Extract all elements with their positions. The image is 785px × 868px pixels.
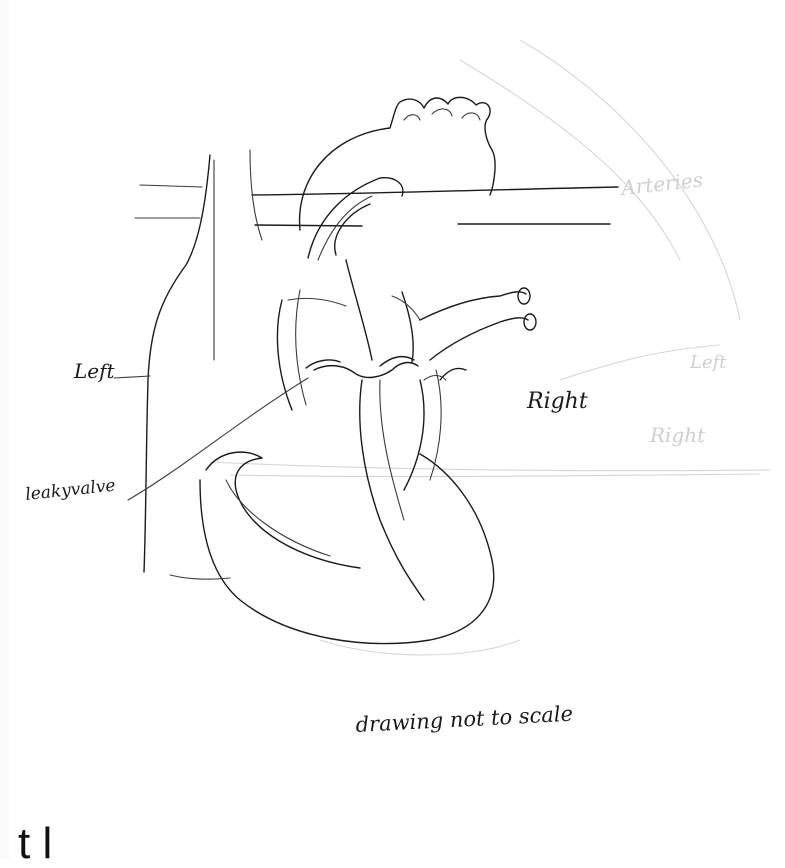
svg-text:Right: Right [649, 423, 706, 447]
heart-outline [144, 150, 494, 644]
left-pointer [114, 376, 150, 378]
show-through-marks: Arteries Left Right [210, 40, 770, 655]
svg-text:Arteries: Arteries [618, 168, 704, 201]
label-leaky-valve: leakyvalve [24, 476, 116, 505]
label-right: Right [526, 389, 588, 414]
label-pointers [114, 376, 308, 500]
label-left: Left [73, 359, 116, 383]
cut-off-text: t l [18, 822, 52, 866]
scale-note: drawing not to scale [355, 702, 574, 737]
leaky-valve-pointer [128, 378, 308, 500]
svg-text:Left: Left [689, 352, 727, 373]
aortic-arch [300, 97, 496, 260]
heart-chambers [277, 260, 441, 600]
vessel-guide-lines [135, 185, 618, 226]
paper-edge [0, 0, 10, 859]
pulmonary-veins [420, 288, 536, 380]
left-ventricle [206, 452, 360, 568]
